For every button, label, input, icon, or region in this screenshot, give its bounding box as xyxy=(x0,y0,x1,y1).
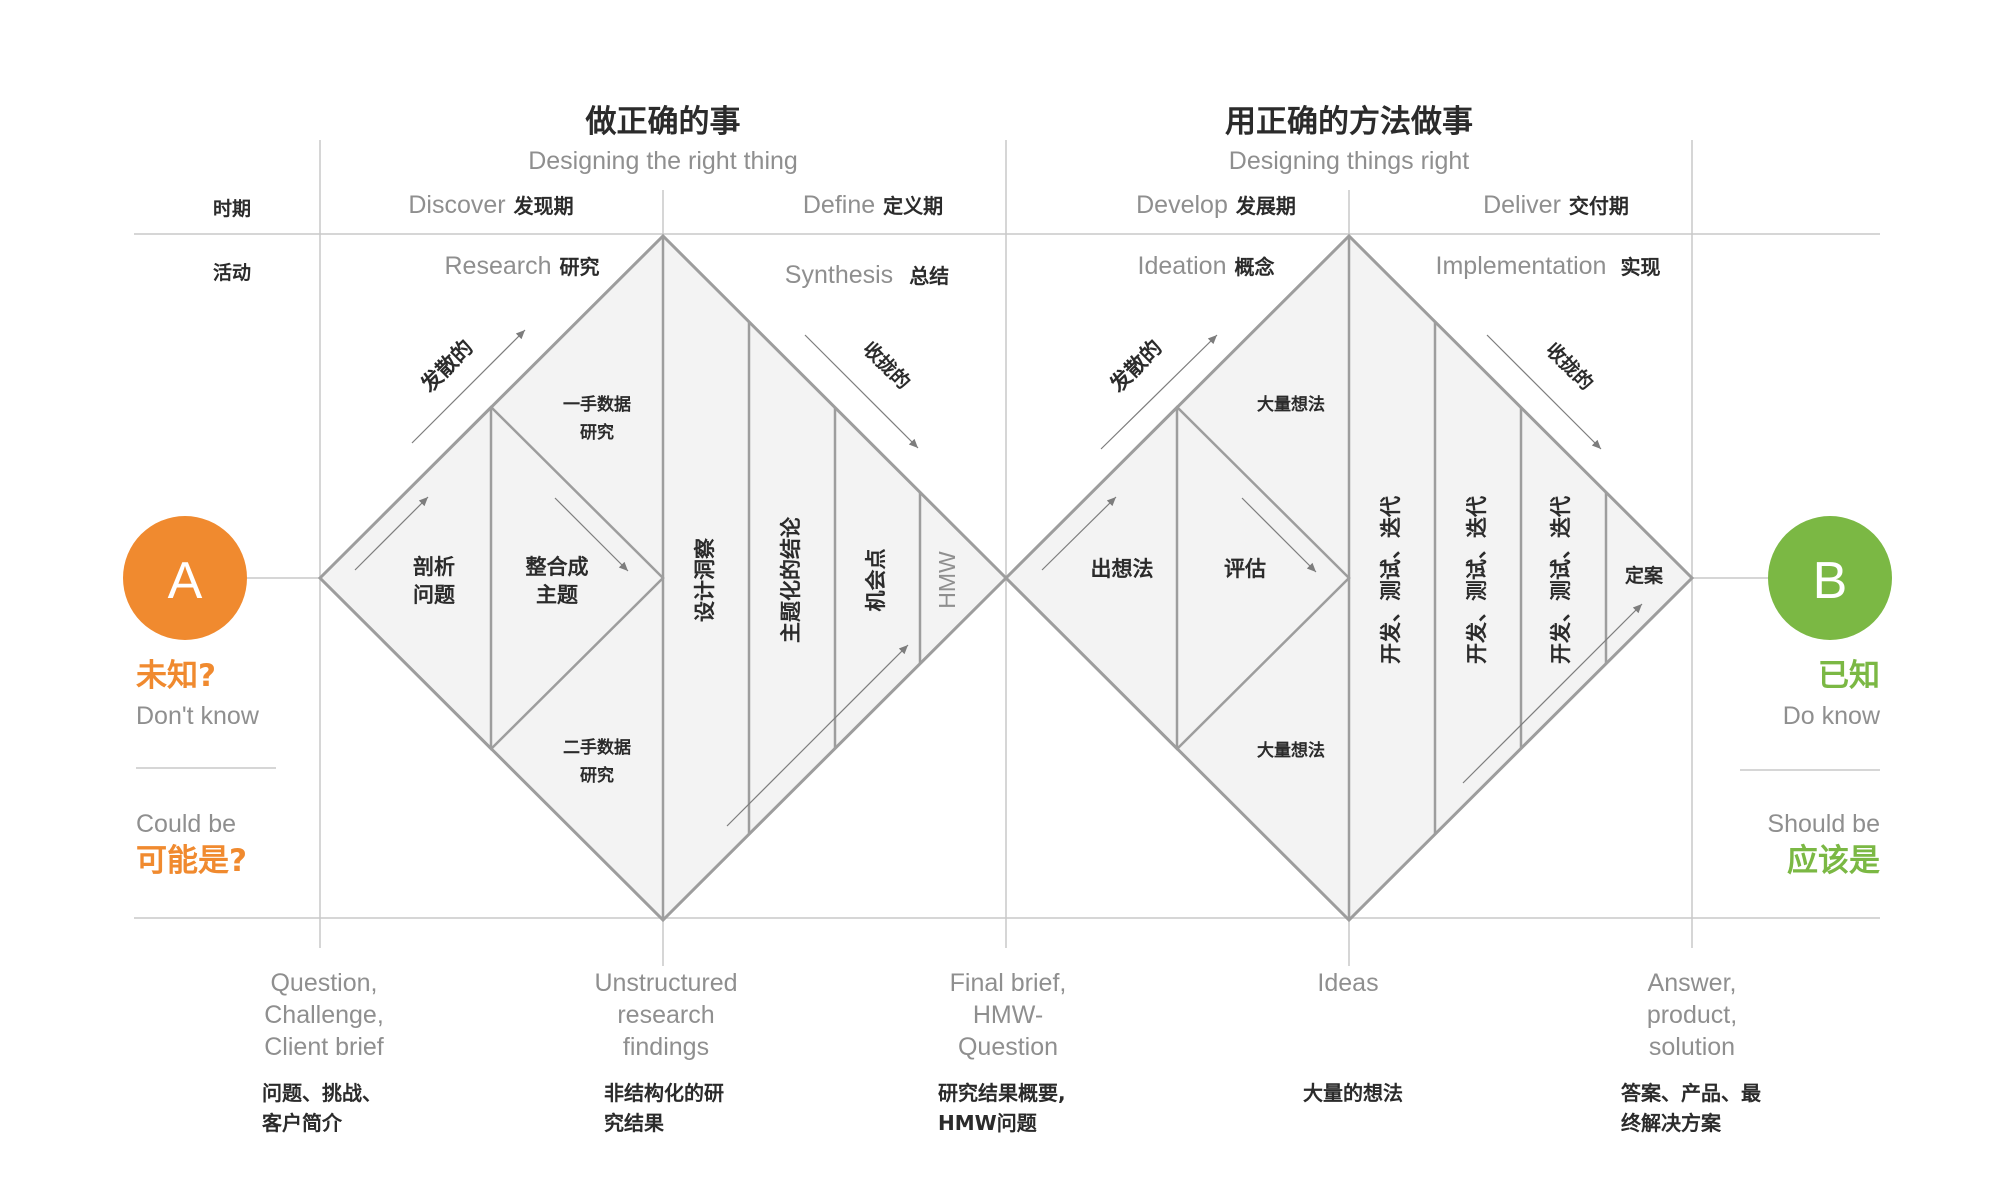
arrow-up-right xyxy=(1462,603,1643,784)
label-many-ideas-bottom: 大量想法 xyxy=(1257,740,1325,761)
arrow-up-left xyxy=(726,644,909,827)
output-1-cn: 问题、挑战、客户简介 xyxy=(261,1081,382,1135)
label-ideate: 出想法 xyxy=(1091,557,1154,581)
output-4-en: Ideas xyxy=(1317,969,1378,997)
diverge-label-right: 发散的 xyxy=(1105,335,1167,397)
start-badge-letter: A xyxy=(168,552,203,610)
diamond-right-labels: 出想法 评估 大量想法 大量想法 开发、测试、迭代 开发、测试、迭代 开发、测试… xyxy=(1091,394,1664,761)
row-label-activity: 活动 xyxy=(213,261,251,284)
converge-label-right: 收拢的 xyxy=(1541,338,1598,395)
converge-label-left: 收拢的 xyxy=(858,337,915,394)
row-label-period: 时期 xyxy=(213,198,251,220)
end-badge-letter: B xyxy=(1813,552,1848,610)
diamond-left-labels: 剖析问题 整合成主题 一手数据研究 二手数据研究 设计洞察 主题化的结论 机会点… xyxy=(413,394,960,786)
right-title-cn: 用正确的方法做事 xyxy=(1225,104,1473,140)
diamond-right xyxy=(1003,233,1695,923)
start-badge-circle xyxy=(123,516,247,640)
label-themed-conclusions: 主题化的结论 xyxy=(779,516,803,643)
label-primary-research: 一手数据研究 xyxy=(563,394,631,443)
start-could-be-cn: 可能是? xyxy=(136,843,247,879)
label-iterate-1: 开发、测试、迭代 xyxy=(1379,496,1403,664)
label-many-ideas-top: 大量想法 xyxy=(1257,394,1325,415)
output-1-en: Question,Challenge,Client brief xyxy=(264,969,384,1061)
arrow-small-right-2 xyxy=(1241,497,1317,573)
arrow-small-left-1 xyxy=(354,496,429,571)
outputs-row: Question,Challenge,Client brief 问题、挑战、客户… xyxy=(261,969,1762,1135)
output-4-cn: 大量的想法 xyxy=(1303,1081,1403,1105)
arrow-converge-left xyxy=(804,334,919,449)
label-iterate-3: 开发、测试、迭代 xyxy=(1549,496,1573,664)
label-design-insight: 设计洞察 xyxy=(693,537,717,622)
label-final-decision: 定案 xyxy=(1625,564,1664,587)
start-unknown-cn: 未知? xyxy=(136,658,216,694)
start-point: A 未知? Don't know Could be 可能是? xyxy=(123,516,260,879)
label-hmw: HMW xyxy=(934,551,960,609)
label-analyze: 剖析问题 xyxy=(413,555,456,607)
end-known-en: Do know xyxy=(1783,702,1881,730)
arrow-diverge-left xyxy=(411,329,526,444)
left-title-cn: 做正确的事 xyxy=(585,104,741,140)
end-should-be-en: Should be xyxy=(1767,810,1880,838)
label-evaluate: 评估 xyxy=(1224,557,1266,581)
diverge-label-left: 发散的 xyxy=(416,335,478,397)
end-known-cn: 已知 xyxy=(1818,658,1880,694)
left-title-en: Designing the right thing xyxy=(528,147,798,175)
start-could-be-en: Could be xyxy=(136,810,236,838)
output-5-cn: 答案、产品、最终解决方案 xyxy=(1621,1081,1762,1135)
start-unknown-en: Don't know xyxy=(136,702,260,730)
end-point: B 已知 Do know Should be 应该是 xyxy=(1767,516,1892,879)
output-3-en: Final brief,HMW-Question xyxy=(950,969,1067,1061)
header: 做正确的事 Designing the right thing 用正确的方法做事… xyxy=(213,104,1473,284)
label-secondary-research: 二手数据研究 xyxy=(563,737,631,786)
arrows xyxy=(354,329,1643,827)
arrow-diverge-right xyxy=(1100,334,1218,450)
label-iterate-2: 开发、测试、迭代 xyxy=(1465,496,1489,664)
end-badge-circle xyxy=(1768,516,1892,640)
label-opportunity: 机会点 xyxy=(864,549,888,612)
output-2-cn: 非结构化的研究结果 xyxy=(604,1081,724,1135)
arrow-converge-right xyxy=(1486,334,1602,450)
output-5-en: Answer,product,solution xyxy=(1647,969,1737,1061)
output-3-cn: 研究结果概要,HMW问题 xyxy=(938,1081,1066,1135)
end-should-be-cn: 应该是 xyxy=(1787,843,1880,879)
right-title-en: Designing things right xyxy=(1229,147,1469,175)
grid-lines xyxy=(134,140,1880,966)
arrow-small-left-2 xyxy=(554,497,629,572)
arrow-small-right-1 xyxy=(1041,496,1117,571)
label-integrate: 整合成主题 xyxy=(526,555,589,607)
